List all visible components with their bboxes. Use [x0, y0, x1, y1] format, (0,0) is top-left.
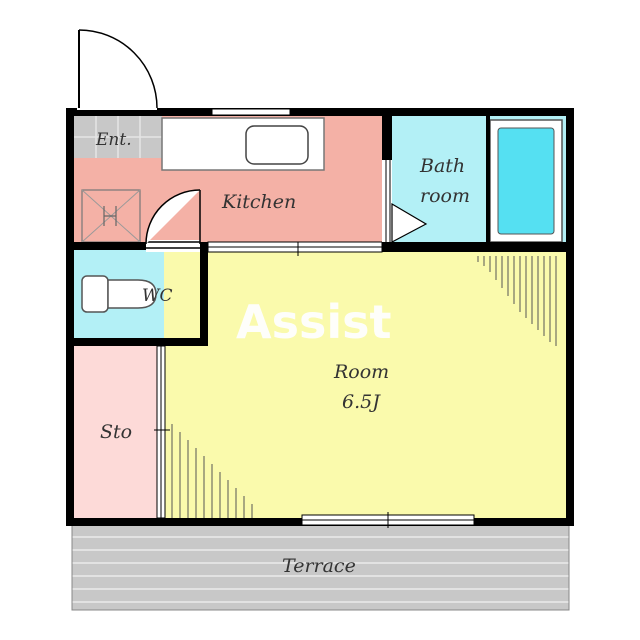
label-terrace: Terrace — [282, 555, 356, 577]
sink-icon — [245, 125, 309, 165]
terrace-floor — [72, 524, 569, 610]
room-hatching-top-right — [477, 256, 557, 346]
room-floor — [164, 250, 566, 518]
label-room-line2: 6.5J — [342, 391, 381, 413]
bathtub-icon — [489, 119, 563, 243]
label-room-line1: Room — [333, 361, 389, 383]
label-kitchen: Kitchen — [221, 191, 296, 213]
terrace-window — [301, 512, 475, 528]
wc-door — [145, 189, 201, 252]
label-bath-line2: room — [420, 185, 470, 207]
bath-door — [382, 160, 428, 243]
storage-floor — [74, 342, 158, 518]
label-wc: WC — [142, 286, 172, 306]
label-storage: Sto — [100, 421, 132, 443]
label-bath-line1: Bath — [419, 155, 465, 177]
entrance-tiles — [74, 116, 162, 158]
terrace — [71, 523, 570, 611]
room-sliding-door — [207, 241, 383, 256]
room-hatching-bottom-left — [171, 424, 253, 518]
kitchen-window — [211, 108, 291, 116]
toilet-icon — [81, 275, 157, 313]
terrace-slats — [72, 536, 569, 603]
kitchen-counter — [161, 117, 325, 171]
label-entrance: Ent. — [95, 130, 132, 150]
watermark: Assist — [236, 295, 392, 349]
entrance-door — [77, 29, 158, 110]
washer-pan-icon — [81, 189, 141, 243]
storage-sliding-door — [154, 345, 170, 519]
